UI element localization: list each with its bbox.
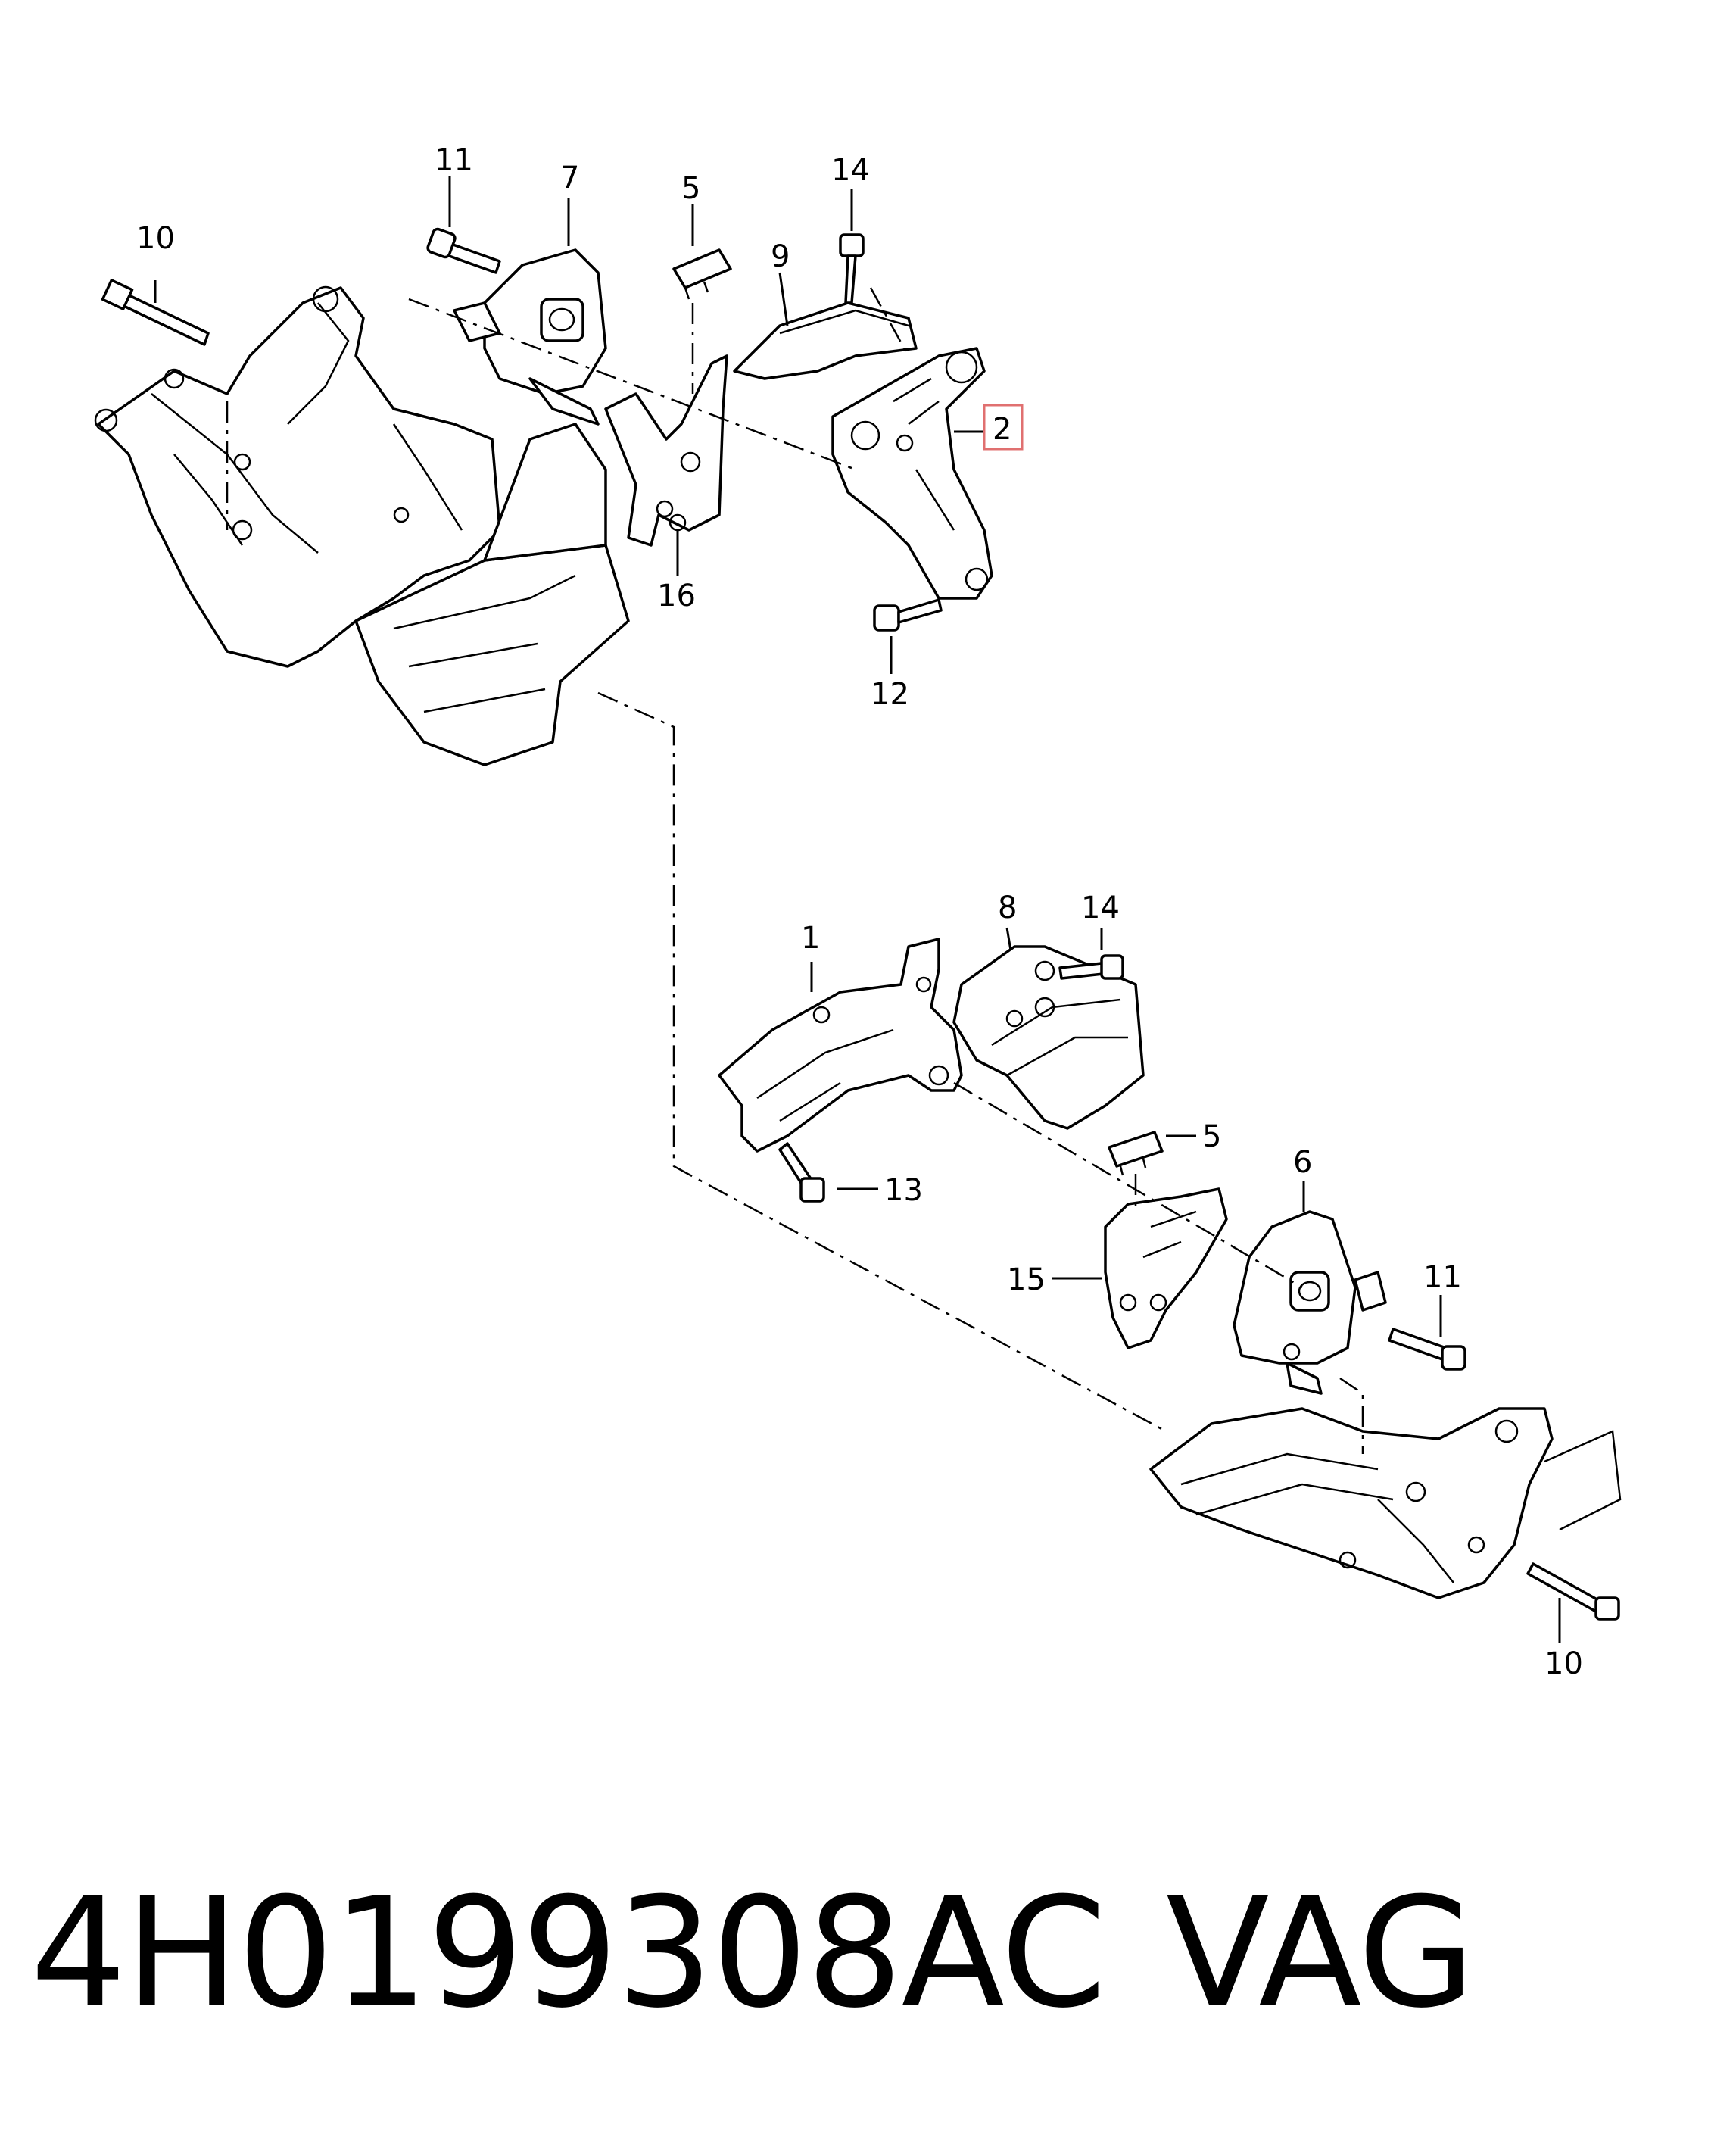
callout-16: 16: [657, 579, 696, 613]
callout-1: 1: [801, 921, 820, 956]
bolt-14-lower: [1058, 928, 1124, 980]
bolt-10-upper: [101, 279, 210, 346]
engine-mount-7: [453, 198, 607, 426]
callout-8: 8: [998, 891, 1017, 925]
brand-name: VAG: [1166, 1865, 1475, 2042]
assembly-line-lower-1: [953, 1081, 1303, 1289]
callout-11-upper: 11: [435, 143, 473, 178]
callout-6: 6: [1293, 1145, 1312, 1180]
callout-5-upper: 5: [681, 171, 700, 206]
bolt-14-upper: [839, 189, 865, 304]
bolt-11-upper: [426, 176, 501, 274]
callout-9: 9: [771, 239, 790, 274]
callout-14-lower: 14: [1081, 891, 1120, 925]
callout-14-upper: 14: [831, 153, 870, 188]
callout-11-lower: 11: [1423, 1260, 1462, 1295]
callout-7: 7: [560, 161, 579, 195]
bracket-16: [604, 354, 728, 576]
assembly-line-upper-4: [869, 287, 910, 357]
heat-shield-8: [952, 927, 1145, 1130]
subframe-upper: [94, 285, 630, 766]
bracket-15: [1052, 1187, 1228, 1349]
bolt-13: [778, 1142, 878, 1203]
stop-5-upper: [672, 204, 732, 300]
callout-15: 15: [1007, 1262, 1046, 1297]
callout-13: 13: [884, 1173, 923, 1208]
stop-5-lower: [1108, 1131, 1196, 1176]
bolt-11-lower: [1388, 1295, 1466, 1371]
assembly-line-upper-5: [597, 691, 1167, 1433]
engine-mount-6: [1233, 1181, 1387, 1395]
callout-12: 12: [871, 677, 909, 712]
bolt-10-lower: [1526, 1562, 1620, 1643]
callout-10-upper: 10: [136, 221, 175, 256]
gearbox-mount-2: [831, 347, 996, 600]
heat-shield-9: [733, 272, 918, 380]
assembly-line-lower-3: [1339, 1377, 1364, 1454]
callout-2: 2: [993, 412, 1011, 447]
callout-5-lower: 5: [1202, 1119, 1221, 1154]
bolt-12: [873, 598, 943, 674]
callout-2-highlight-box: [983, 404, 1024, 451]
callout-10-lower: 10: [1544, 1646, 1583, 1681]
part-number: 4H0199308AC: [30, 1865, 1106, 2042]
subframe-lower: [1149, 1407, 1622, 1599]
bracket-1: [718, 938, 963, 1153]
